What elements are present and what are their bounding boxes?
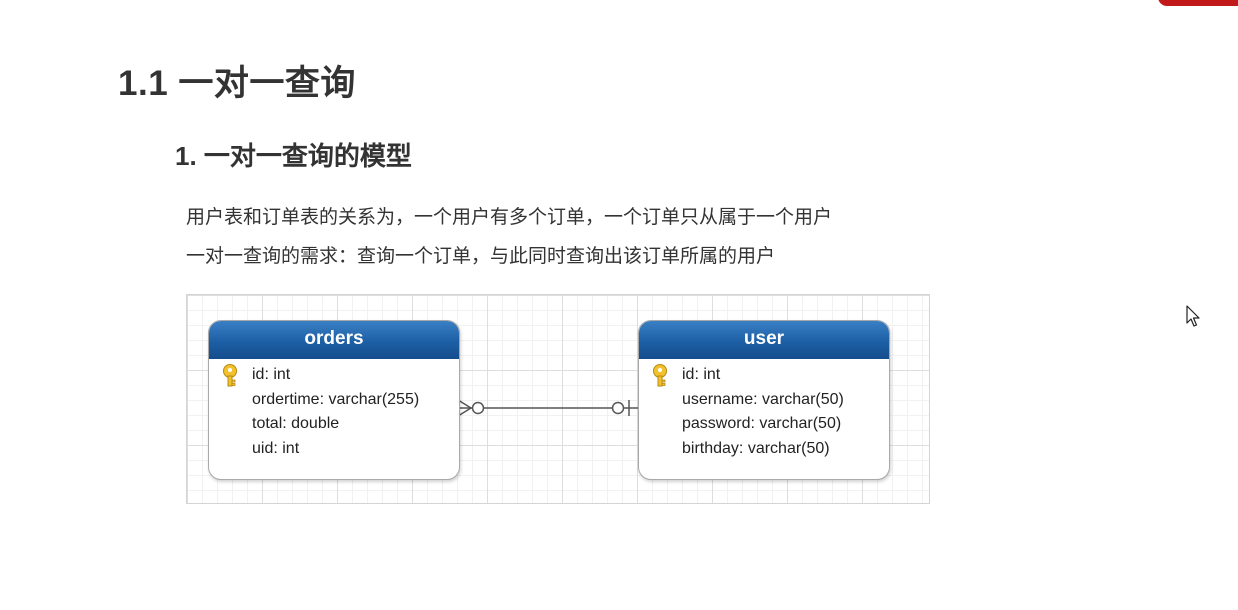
orders-field-uid: uid: int (252, 439, 300, 457)
section-title: 1. 一对一查询的模型 (175, 141, 412, 171)
description-line-1: 用户表和订单表的关系为，一个用户有多个订单，一个订单只从属于一个用户 (186, 207, 833, 228)
key-icon (653, 364, 667, 387)
orders-field-id: id: int (252, 366, 291, 383)
er-diagram: orders id: int ordertime: varchar(255) t… (186, 294, 930, 504)
orders-table: orders id: int ordertime: varchar(255) t… (208, 320, 460, 480)
corner-tab[interactable] (1158, 0, 1238, 6)
relationship-connector (457, 399, 638, 417)
user-field-list: id: int username: varchar(50) password: … (682, 363, 844, 461)
key-icon (223, 364, 237, 387)
orders-table-title: orders (209, 321, 459, 359)
orders-field-ordertime: ordertime: varchar(255) (252, 390, 420, 408)
user-field-birthday: birthday: varchar(50) (682, 439, 830, 457)
user-field-password: password: varchar(50) (682, 415, 842, 432)
user-field-username: username: varchar(50) (682, 390, 844, 408)
mouse-pointer-icon (1186, 305, 1200, 327)
description-line-2: 一对一查询的需求：查询一个订单，与此同时查询出该订单所属的用户 (186, 246, 776, 267)
page-title: 1.1 一对一查询 (118, 64, 356, 103)
user-field-id: id: int (682, 366, 721, 383)
orders-field-total: total: double (252, 415, 340, 432)
orders-field-list: id: int ordertime: varchar(255) total: d… (252, 363, 419, 461)
user-table: user id: int username: varchar(50) passw… (638, 320, 890, 480)
user-table-title: user (639, 321, 889, 359)
